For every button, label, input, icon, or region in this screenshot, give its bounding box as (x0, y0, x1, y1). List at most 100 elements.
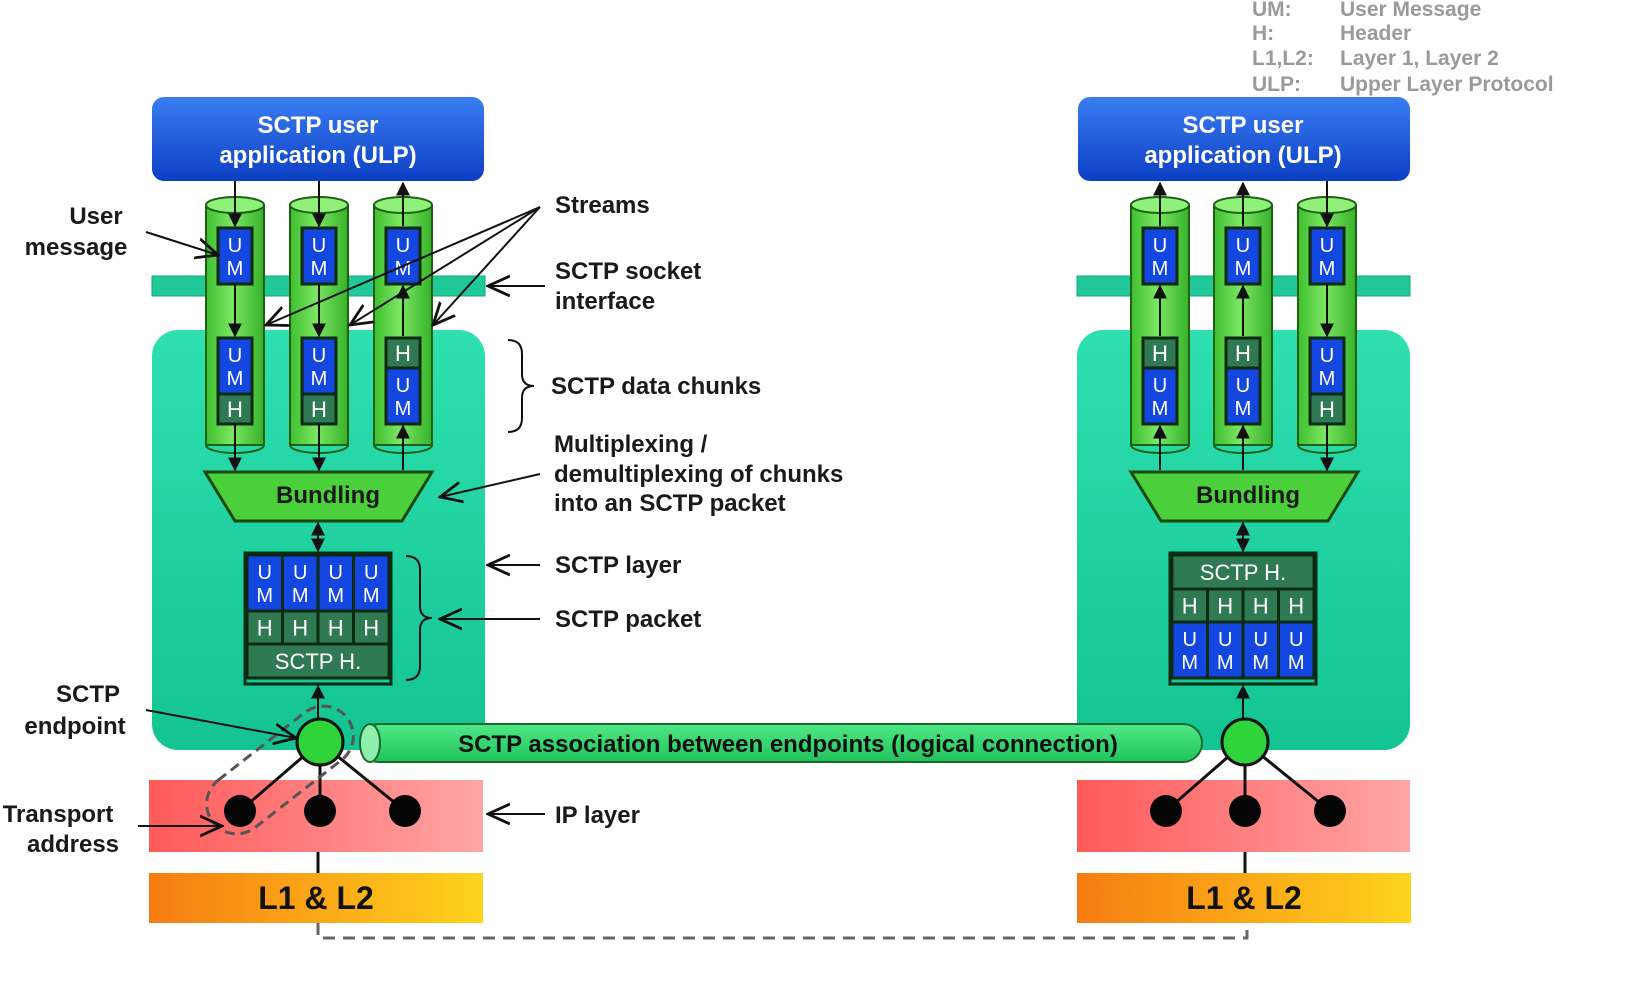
right-packet-um-2 (1241, 620, 1280, 680)
left-stream-2-chunk-0-m: M (311, 368, 328, 390)
right-packet-um-3-u: U (1289, 629, 1303, 651)
right-stream-2-chunk-1-u: U (1236, 375, 1250, 397)
left-packet-h-3-label: H (363, 616, 379, 641)
ulp-title-left-line2: application (ULP) (219, 142, 416, 169)
right-packet-um-0-u: U (1183, 629, 1197, 651)
right-packet-h-2-label: H (1253, 594, 1269, 619)
legend-abbr-um: UM: (1252, 0, 1292, 21)
legend-abbr-l1l2: L1,L2: (1252, 47, 1314, 70)
right-stream-3-chunk-0-m: M (1319, 368, 1336, 390)
left-stream-2-chunk-0 (300, 336, 338, 396)
label-socket-interface-line2: interface (555, 288, 655, 315)
left-packet-um-3-u: U (364, 562, 378, 584)
right-stream-3-user-message-m: M (1319, 258, 1336, 280)
left-stream-2-user-message-m: M (311, 258, 328, 280)
bundling-trapezoid-right (1128, 470, 1361, 523)
label-user-message-line1: User (69, 203, 122, 230)
left-stream-3-chunk-1-u: U (396, 375, 410, 397)
brace-sctp-packet (405, 555, 433, 681)
right-packet-h-0-label: H (1182, 594, 1198, 619)
legend-meaning-l1l2: Layer 1, Layer 2 (1340, 47, 1499, 70)
ulp-title-right-line2: application (ULP) (1144, 142, 1341, 169)
association-label: SCTP association between endpoints (logi… (458, 731, 1118, 758)
arrow-streams-2 (350, 206, 541, 325)
left-packet-um-0-u: U (258, 562, 272, 584)
label-multiplexing-line1: Multiplexing / (554, 431, 708, 458)
left-stream-3-user-message (384, 226, 422, 286)
right-endpoint: SCTP user application (ULP) UMHUMUMHUMUM… (1076, 97, 1411, 923)
l1l2-box-right (1077, 873, 1411, 923)
left-packet-um-3-m: M (363, 585, 380, 607)
left-packet-um-0-m: M (256, 585, 273, 607)
right-endpoint (1220, 717, 1270, 767)
left-stream-3-chunk-0-label: H (395, 341, 411, 366)
right-stream-3-chunk-0-u: U (1320, 345, 1334, 367)
right-stream-3-chunk-0 (1308, 336, 1346, 396)
right-stream-1-chunk-1-m: M (1152, 398, 1169, 420)
label-user-message-line2: message (25, 234, 128, 261)
label-sctp-packet: SCTP packet (555, 606, 701, 633)
label-socket-interface-line1: SCTP socket (555, 258, 701, 285)
left-packet-sctp-header (245, 642, 391, 680)
right-stream-1-chunk-1-u: U (1153, 375, 1167, 397)
label-sctp-endpoint-line1: SCTP (56, 681, 120, 708)
legend-abbr-ulp: ULP: (1252, 73, 1301, 96)
arrow-user-message (145, 231, 218, 255)
l1l2-box-left (149, 873, 483, 923)
left-packet-um-2-m: M (327, 585, 344, 607)
right-packet-sctp-header (1170, 553, 1316, 591)
arrow-streams-1 (266, 206, 541, 325)
right-packet-h-3-label: H (1288, 594, 1304, 619)
right-stream-2-chunk-0-label: H (1235, 341, 1251, 366)
brace-data-chunks (507, 339, 535, 433)
physical-link-dashed (316, 923, 1249, 940)
left-packet-h-0-label: H (257, 616, 273, 641)
right-stream-1-user-message-u: U (1153, 235, 1167, 257)
right-packet-um-3 (1277, 620, 1316, 680)
left-transport-address-2 (389, 795, 421, 827)
left-stream-3-chunk-1-m: M (395, 398, 412, 420)
l1l2-label-left: L1 & L2 (258, 880, 374, 916)
right-transport-address-0 (1150, 795, 1182, 827)
label-sctp-layer: SCTP layer (555, 552, 681, 579)
legend-meaning-h: Header (1340, 22, 1412, 45)
right-packet-um-1 (1206, 620, 1245, 680)
left-packet-h-2-label: H (328, 616, 344, 641)
left-stream-3-user-message-u: U (396, 235, 410, 257)
right-stream-2-user-message-m: M (1235, 258, 1252, 280)
right-packet-um-3-m: M (1288, 652, 1305, 674)
bundling-label-left: Bundling (276, 482, 380, 509)
label-transport-address-line1: Transport (3, 801, 114, 828)
right-stream-2-user-message (1224, 226, 1262, 286)
arrow-streams-3 (433, 206, 541, 325)
left-stream-1-chunk-1 (216, 392, 254, 426)
left-stream-1-user-message-m: M (227, 258, 244, 280)
right-stream-2-chunk-1 (1224, 366, 1262, 426)
left-stream-2-chunk-0-u: U (312, 345, 326, 367)
left-stream-3-chunk-1 (384, 366, 422, 426)
left-packet-um-2-u: U (329, 562, 343, 584)
right-stream-1-chunk-1 (1141, 366, 1179, 426)
left-packet-um-1-u: U (293, 562, 307, 584)
legend-meaning-um: User Message (1340, 0, 1482, 21)
label-multiplexing-line2: demultiplexing of chunks (554, 461, 843, 488)
right-stream-2-chunk-0 (1224, 336, 1262, 370)
label-ip-layer: IP layer (555, 802, 640, 829)
right-packet-um-2-m: M (1252, 652, 1269, 674)
left-stream-2-chunk-1 (300, 392, 338, 426)
right-stream-3-chunk-1-label: H (1319, 397, 1335, 422)
arrow-multiplexing (440, 473, 541, 497)
left-packet-frame (243, 551, 393, 686)
left-stream-2-chunk-1-label: H (311, 397, 327, 422)
legend-meaning-ulp: Upper Layer Protocol (1340, 73, 1554, 96)
l1l2-label-right: L1 & L2 (1186, 880, 1302, 916)
right-stream-2-user-message-u: U (1236, 235, 1250, 257)
ulp-title-left-line1: SCTP user (258, 112, 379, 139)
left-stream-1-chunk-0-m: M (227, 368, 244, 390)
sctp-association: SCTP association between endpoints (logi… (359, 723, 1203, 763)
right-packet-frame (1168, 551, 1318, 686)
